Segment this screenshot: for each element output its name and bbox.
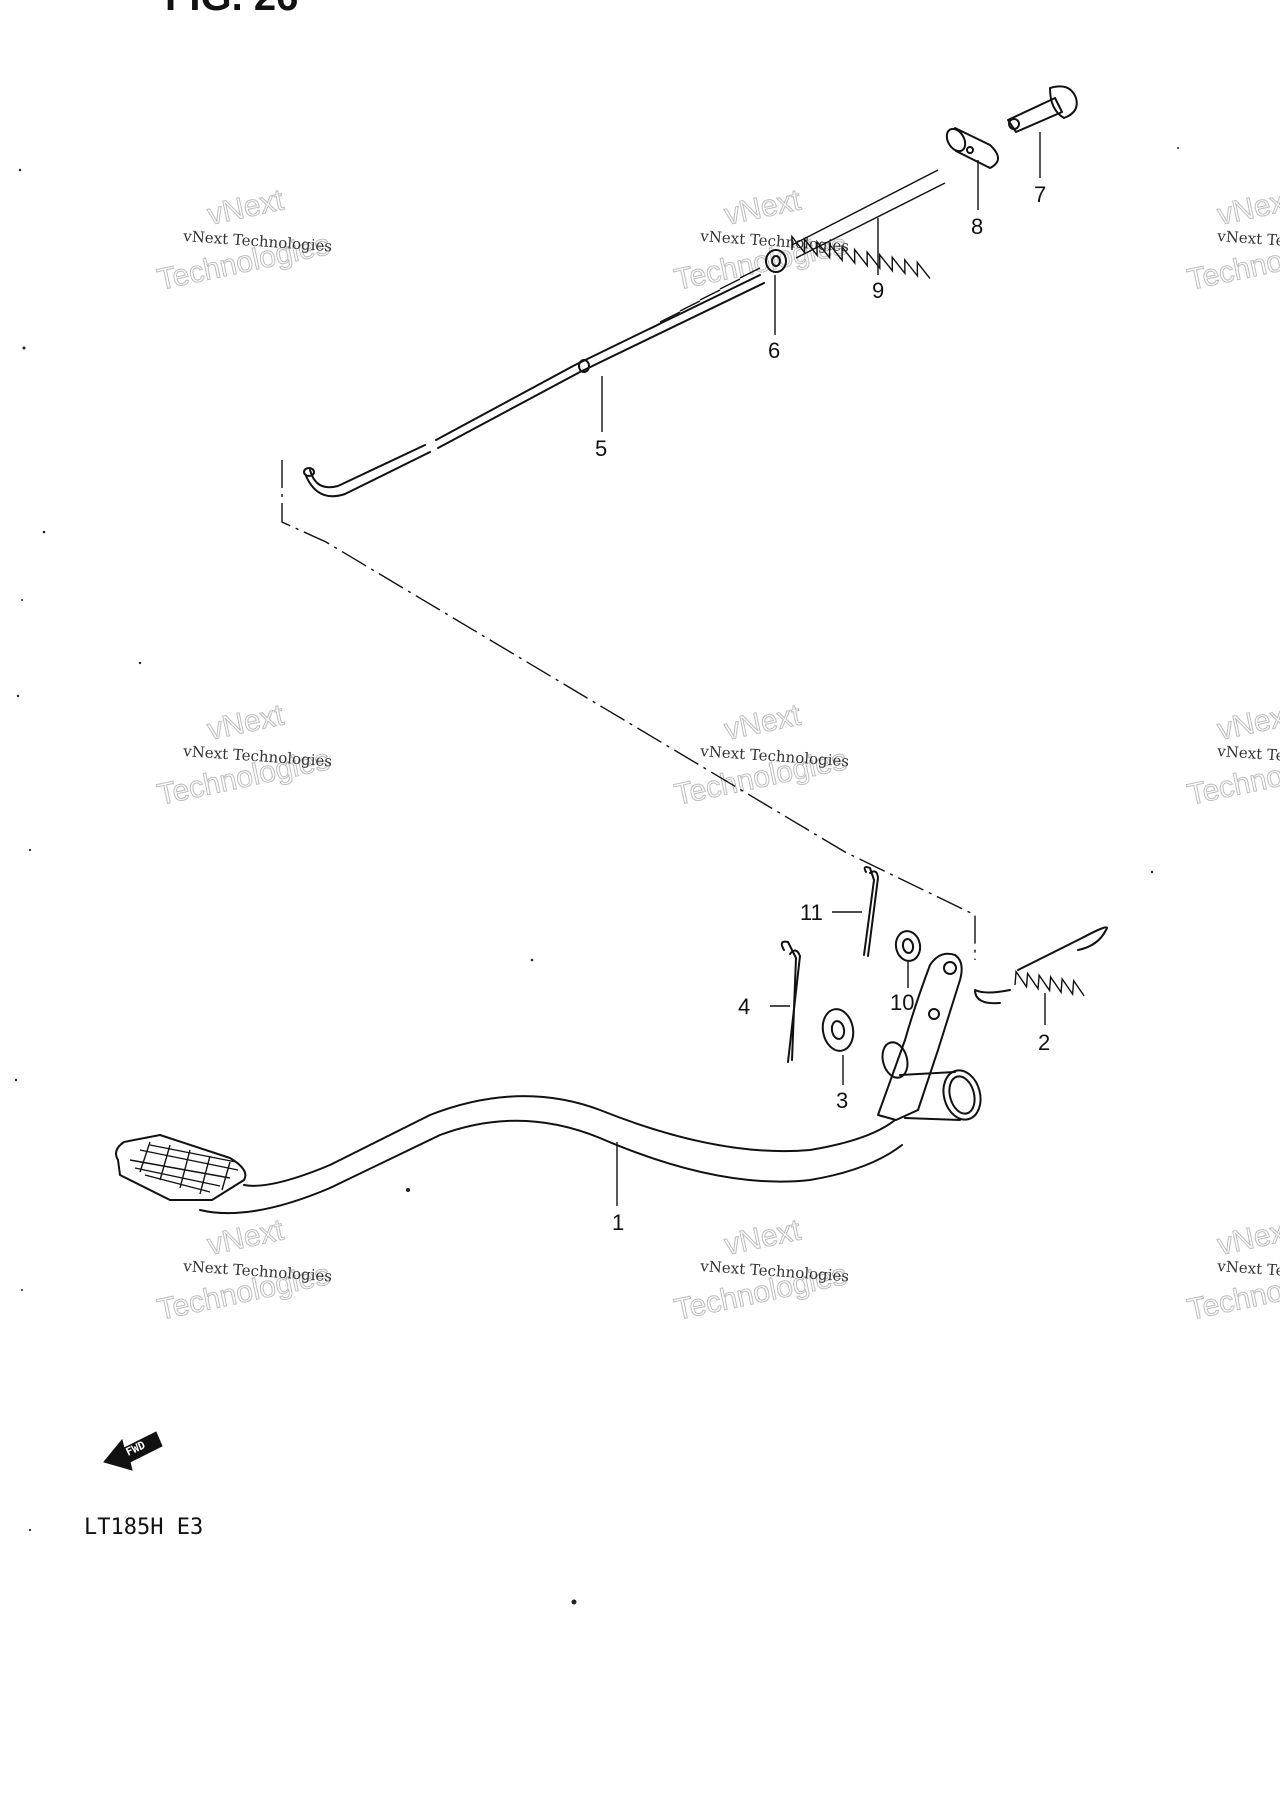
watermark: vNext Technologies vNext Technologies [1184, 183, 1280, 297]
watermark-text-faint: vNext [722, 698, 805, 746]
watermark-text-faint: vNext [205, 1213, 288, 1261]
callout-8: 8 [971, 214, 983, 239]
figure-title: FIG. 26 [165, 0, 298, 19]
callout-5: 5 [595, 436, 607, 461]
watermark-text-faint: vNext [205, 698, 288, 746]
watermark-text-faint: vNext [1215, 1213, 1280, 1261]
callout-3: 3 [836, 1088, 848, 1113]
callout-6: 6 [768, 338, 780, 363]
watermark-text-faint: vNext [1215, 698, 1280, 746]
callout-11: 11 [800, 900, 823, 925]
callout-7: 7 [1034, 182, 1046, 207]
watermark: vNext Technologies vNext Technologies [671, 698, 850, 812]
part-1-brake-pedal [115, 952, 982, 1215]
callout-2: 2 [1038, 1030, 1050, 1055]
callout-9: 9 [872, 278, 884, 303]
part-3-washer [821, 1008, 855, 1052]
watermark: vNext Technologies vNext Technologies [671, 183, 850, 297]
leader-lines [601, 132, 1046, 1206]
scan-noise [14, 147, 1179, 1605]
part-2-return-spring [974, 926, 1108, 1005]
watermark: vNext Technologies vNext Technologies [1184, 698, 1280, 812]
part-7-pin [1007, 85, 1078, 133]
watermark-group: vNext Technologies vNext Technologies vN… [154, 183, 1280, 1327]
watermark: vNext Technologies vNext Technologies [671, 1213, 850, 1327]
part-4-cotter-pin [780, 940, 801, 1063]
watermark: vNext Technologies vNext Technologies [154, 183, 333, 297]
callout-10: 10 [890, 990, 914, 1015]
callout-labels: 1 2 3 4 5 6 7 8 9 10 11 [595, 182, 1050, 1235]
part-6-washer [765, 249, 787, 273]
watermark: vNext Technologies vNext Technologies [154, 698, 333, 812]
watermark: vNext Technologies vNext Technologies [154, 1213, 333, 1327]
reference-line [281, 460, 976, 960]
part-5-brake-rod [303, 267, 765, 498]
part-11-cotter-pin [863, 866, 879, 957]
callout-4: 4 [738, 994, 750, 1019]
callout-1: 1 [612, 1210, 624, 1235]
watermark-text-faint: vNext [1215, 183, 1280, 231]
model-label: LT185H E3 [84, 1515, 203, 1540]
watermark-text-faint: vNext [722, 183, 805, 231]
part-8-joint [945, 127, 999, 169]
forward-arrow-icon: FWD [103, 1431, 163, 1471]
watermark-text-faint: vNext [205, 183, 288, 231]
part-9-spring [791, 169, 946, 279]
watermark-text-faint: vNext [722, 1213, 805, 1261]
watermark: vNext Technologies vNext Technologies [1184, 1213, 1280, 1327]
part-10-washer [894, 930, 922, 962]
